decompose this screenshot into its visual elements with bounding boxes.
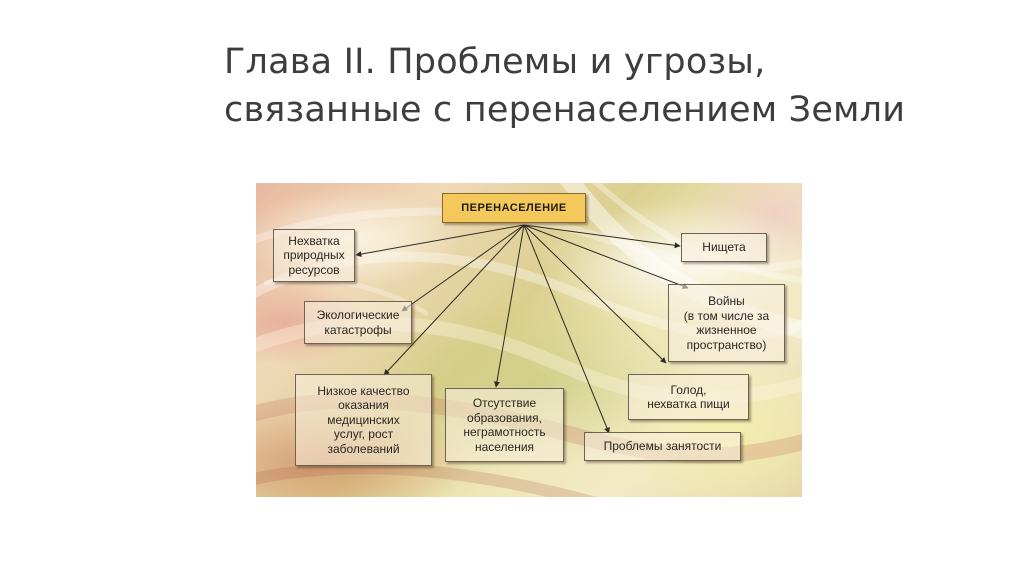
arrow-to-medicine xyxy=(383,224,525,376)
node-text: нехватка пищи xyxy=(647,397,730,411)
node-text: Экологические xyxy=(316,308,400,322)
node-wars: Войны (в том числе за жизненное простран… xyxy=(668,284,785,362)
title-line-2: связанные с перенаселением Земли xyxy=(224,90,906,130)
node-text: Нехватка xyxy=(288,233,340,248)
node-resources: Нехватка природных ресурсов xyxy=(273,229,355,282)
connector-arrows xyxy=(355,224,689,434)
node-text: природных xyxy=(283,248,345,263)
node-eco: Экологические катастрофы xyxy=(304,301,412,344)
node-overpopulation: ПЕРЕНАСЕЛЕНИЕ xyxy=(442,193,586,223)
node-text: Проблемы занятости xyxy=(603,439,722,454)
overpopulation-diagram: ПЕРЕНАСЕЛЕНИЕ Нехватка природных ресурсо… xyxy=(256,183,802,497)
node-overpopulation-label: ПЕРЕНАСЕЛЕНИЕ xyxy=(461,201,567,214)
node-text: заболеваний xyxy=(327,441,400,456)
node-education: Отсутствие образования, неграмотность на… xyxy=(445,388,564,462)
node-text: жизненное xyxy=(696,323,757,337)
arrow-to-wars xyxy=(523,224,689,289)
node-text: образования, xyxy=(467,410,542,425)
arrow-to-resources xyxy=(355,224,525,258)
arrow-to-employment xyxy=(523,224,610,434)
node-text: Отсутствие xyxy=(472,396,537,410)
node-text: медицинских xyxy=(327,412,400,427)
node-employment: Проблемы занятости xyxy=(584,432,741,461)
node-text: Голод, xyxy=(670,382,707,397)
arrow-to-education xyxy=(493,224,525,388)
node-hunger: Голод, нехватка пищи xyxy=(628,374,749,420)
slide-title: Глава II. Проблемы и угрозы, связанные с… xyxy=(224,38,984,134)
node-text: катастрофы xyxy=(324,322,392,337)
node-text: услуг, рост xyxy=(333,427,394,442)
arrow-to-poverty xyxy=(523,224,681,249)
node-text: Нищета xyxy=(702,240,746,255)
node-text: населения xyxy=(474,439,535,454)
arrow-to-eco xyxy=(401,224,525,312)
title-line-1: Глава II. Проблемы и угрозы, xyxy=(224,42,766,82)
node-text: Низкое качество xyxy=(317,383,410,398)
node-text: (в том числе за xyxy=(683,308,770,323)
node-text: пространство) xyxy=(686,337,767,352)
node-text: ресурсов xyxy=(288,262,340,277)
node-text: Войны xyxy=(708,294,745,308)
arrow-to-hunger xyxy=(523,224,667,364)
node-medicine: Низкое качество оказания медицинских усл… xyxy=(295,374,432,466)
node-text: неграмотность xyxy=(463,425,546,439)
node-text: оказания xyxy=(338,398,389,413)
node-poverty: Нищета xyxy=(681,233,767,262)
